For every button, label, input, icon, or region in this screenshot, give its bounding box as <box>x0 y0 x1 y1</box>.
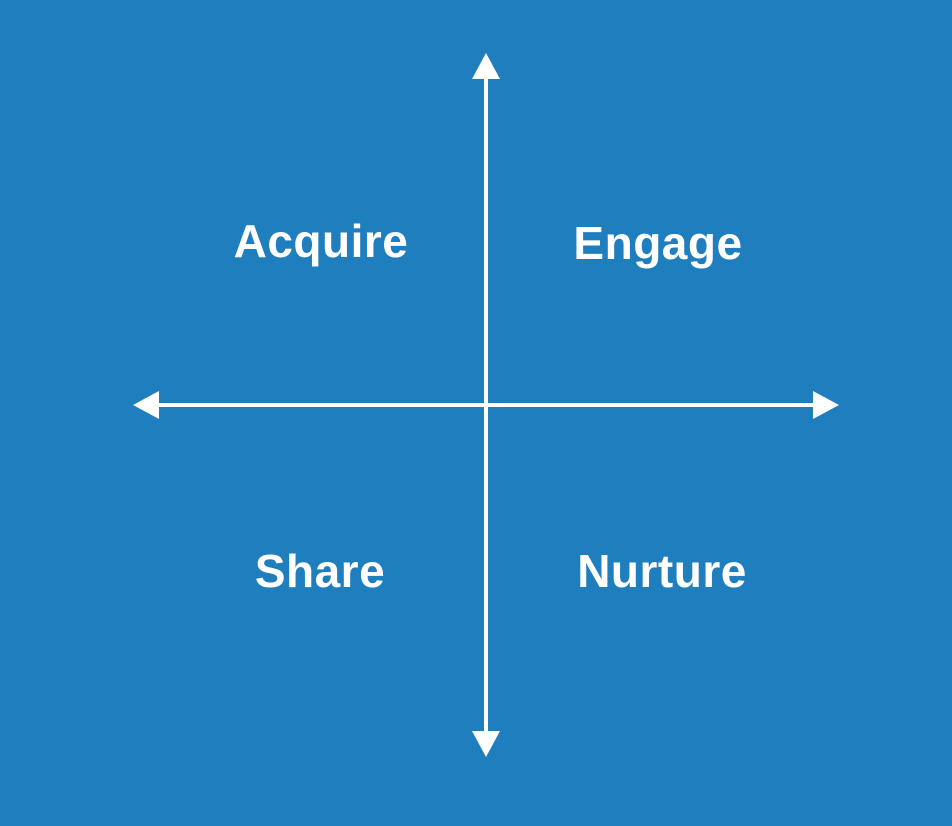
quadrant-label-nurture: Nurture <box>577 545 747 597</box>
quadrant-label-acquire: Acquire <box>233 215 409 267</box>
arrowhead-up-icon <box>472 53 500 79</box>
arrowhead-down-icon <box>472 731 500 757</box>
arrowhead-left-icon <box>133 391 159 419</box>
arrowhead-right-icon <box>813 391 839 419</box>
quadrant-label-engage: Engage <box>573 217 743 269</box>
quadrant-label-share: Share <box>254 545 386 597</box>
